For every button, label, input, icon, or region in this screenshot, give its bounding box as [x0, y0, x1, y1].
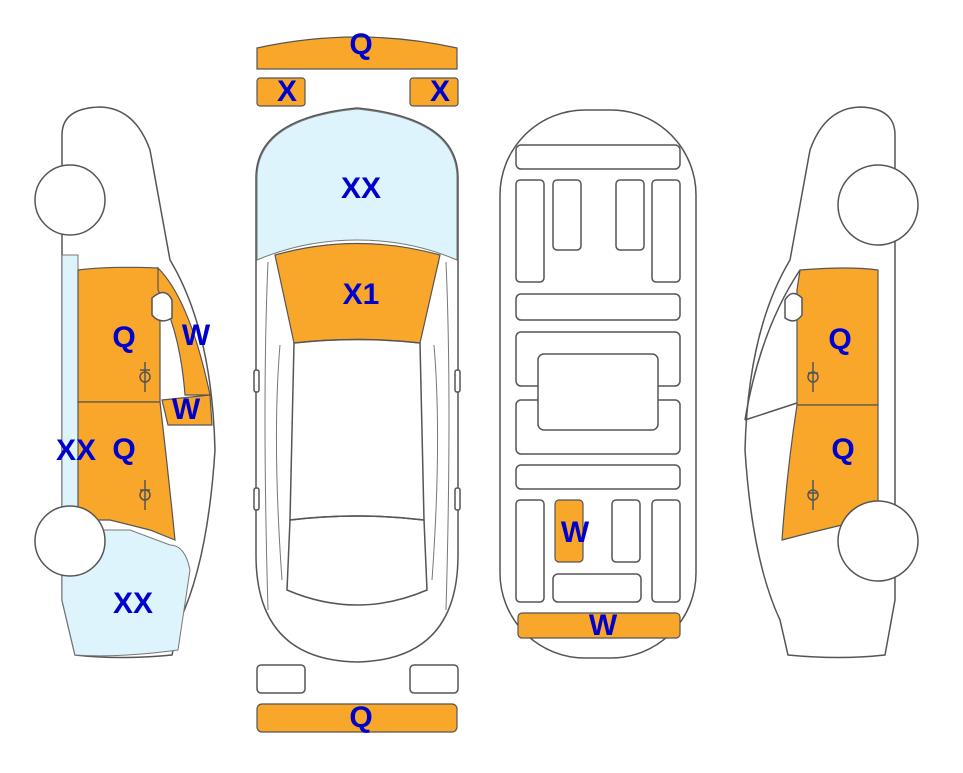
left-rear-door-label: Q: [112, 433, 135, 466]
floor-panel-e: [515, 499, 545, 603]
headlight-left-panel[interactable]: [256, 77, 306, 107]
left-rear-window-panel[interactable]: [161, 394, 213, 426]
front-bumper-label: Q: [349, 28, 372, 61]
left-rear-lock-icon: [139, 489, 151, 501]
left-mirror-icon: [151, 291, 173, 322]
mirror-left-icon: [253, 369, 260, 393]
left-rear-door-panel[interactable]: [77, 401, 176, 541]
right-rear-lock-icon: [807, 489, 819, 501]
floor-cross-2: [515, 464, 681, 490]
trunk-rear-label: W: [589, 609, 618, 642]
right-front-door-label: Q: [828, 323, 851, 356]
floor-rear-small: [552, 573, 642, 603]
left-rocker-panel[interactable]: [61, 254, 79, 521]
headlight-right-panel[interactable]: [409, 77, 459, 107]
right-front-door-panel[interactable]: [796, 267, 879, 406]
floor-panel-f: [611, 499, 641, 563]
rear-window-outline: [286, 515, 428, 606]
left-rear-quarter-label: XX: [113, 587, 153, 620]
windshield-label: X1: [343, 278, 380, 311]
trunk-floor-panel[interactable]: [554, 499, 584, 563]
right-window-sill: [744, 401, 801, 421]
floor-front-rail: [515, 144, 681, 170]
right-rear-door-label: Q: [831, 433, 854, 466]
front-bumper-panel[interactable]: [256, 36, 458, 70]
floor-panel-a: [515, 179, 545, 283]
floor-panel-d: [651, 179, 681, 283]
trunk-rear-panel[interactable]: [517, 612, 681, 639]
left-rear-wheel: [34, 505, 106, 577]
floor-panel-g: [651, 499, 681, 603]
floor-view: W W: [499, 109, 697, 659]
top-car-left-inner: [275, 344, 283, 581]
trunk-floor-label: W: [561, 516, 590, 549]
floor-panel-c: [615, 179, 645, 251]
handle-left-icon: [253, 487, 260, 511]
right-front-lock-icon: [807, 371, 819, 383]
right-rear-wheel: [837, 500, 919, 582]
taillight-left-panel[interactable]: [256, 664, 306, 694]
hood-panel[interactable]: [256, 108, 458, 261]
rear-bumper-panel[interactable]: [256, 703, 458, 733]
taillight-right-panel[interactable]: [409, 664, 459, 694]
left-front-door-label: Q: [112, 321, 135, 354]
right-front-wheel: [837, 164, 919, 246]
floor-cross-1: [515, 293, 681, 321]
mirror-right-icon: [454, 369, 461, 393]
rear-bumper-label: Q: [349, 701, 372, 734]
top-car-body: [255, 107, 459, 663]
right-mirror-icon: [784, 292, 803, 322]
left-front-wheel: [34, 164, 106, 236]
left-front-door-panel[interactable]: [77, 266, 161, 403]
left-side-view: Q Q W W XX XX: [34, 106, 216, 659]
floor-panel-b: [552, 179, 582, 251]
rear-parts: Q: [256, 664, 459, 734]
left-front-window-label: W: [182, 319, 211, 352]
top-car-left-contour: [264, 261, 269, 611]
left-rocker-label: XX: [56, 434, 96, 467]
hood-label: XX: [341, 172, 381, 205]
right-window-line: [744, 269, 801, 421]
left-front-handle-icon: [140, 362, 150, 392]
headlight-left-label: X: [277, 75, 297, 108]
left-front-lock-icon: [139, 371, 151, 383]
handle-right-icon: [454, 487, 461, 511]
right-rear-handle-icon: [808, 480, 818, 510]
left-rear-window-label: W: [172, 393, 201, 426]
floor-center-panel: [537, 353, 659, 431]
top-car-right-inner: [431, 344, 439, 581]
right-side-view: Q Q: [744, 106, 919, 659]
top-view-car: XX X1: [253, 107, 461, 663]
front-parts: Q X X: [256, 28, 459, 108]
headlight-right-label: X: [430, 75, 450, 108]
top-car-right-contour: [445, 261, 450, 611]
